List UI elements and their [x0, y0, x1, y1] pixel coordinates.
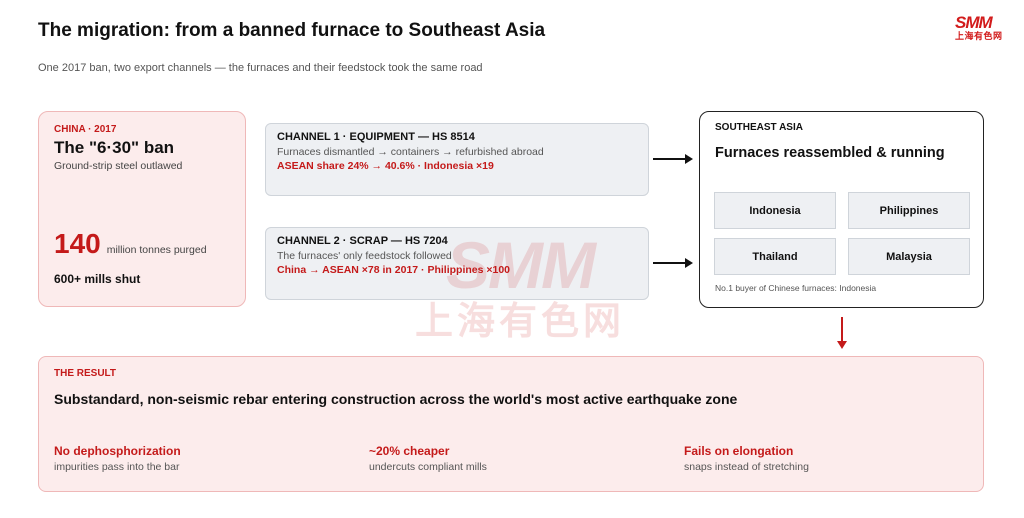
- channel-title: CHANNEL 1 · EQUIPMENT — HS 8514: [277, 131, 475, 143]
- channel-desc: Furnaces dismantled → containers → refur…: [277, 146, 544, 158]
- logo-wordmark: SMM: [955, 13, 993, 32]
- mills-shut: 600+ mills shut: [54, 272, 141, 286]
- channel-scrap-card: CHANNEL 2 · SCRAP — HS 7204 The furnaces…: [265, 227, 649, 300]
- purged-stat: 140 million tonnes purged: [54, 228, 207, 260]
- country-indonesia: Indonesia: [714, 192, 836, 229]
- channel-title: CHANNEL 2 · SCRAP — HS 7204: [277, 235, 448, 247]
- result-item: ~20% cheaper undercuts compliant mills: [369, 444, 487, 473]
- sea-note: No.1 buyer of Chinese furnaces: Indonesi…: [715, 283, 877, 293]
- channel-desc: The furnaces' only feedstock followed: [277, 250, 452, 262]
- result-item: Fails on elongation snaps instead of str…: [684, 444, 809, 473]
- china-ban-card: CHINA · 2017 The "6·30" ban Ground-strip…: [38, 111, 246, 307]
- page-subtitle: One 2017 ban, two export channels — the …: [38, 62, 483, 74]
- country-thailand: Thailand: [714, 238, 836, 275]
- channel-equipment-card: CHANNEL 1 · EQUIPMENT — HS 8514 Furnaces…: [265, 123, 649, 196]
- channel-stat: China → ASEAN ×78 in 2017 · Philippines …: [277, 264, 511, 276]
- result-item-title: Fails on elongation: [684, 444, 794, 458]
- result-item-title: ~20% cheaper: [369, 444, 450, 458]
- china-tag: CHINA · 2017: [54, 124, 117, 135]
- smm-logo: SMM 上海有色网: [955, 14, 1013, 46]
- country-malaysia: Malaysia: [848, 238, 970, 275]
- result-item-desc: undercuts compliant mills: [369, 461, 487, 473]
- result-item-desc: snaps instead of stretching: [684, 461, 809, 473]
- result-item-desc: impurities pass into the bar: [54, 461, 180, 473]
- watermark-chinese-name: 上海有色网: [414, 301, 625, 343]
- result-item: No dephosphorization impurities pass int…: [54, 444, 181, 473]
- result-card: THE RESULT Substandard, non-seismic reba…: [38, 356, 984, 492]
- page-title: The migration: from a banned furnace to …: [38, 20, 546, 41]
- country-philippines: Philippines: [848, 192, 970, 229]
- china-headline: The "6·30" ban: [54, 138, 175, 157]
- arrow-right-icon: [653, 258, 693, 268]
- southeast-asia-card: SOUTHEAST ASIA Furnaces reassembled & ru…: [699, 111, 984, 308]
- logo-chinese-name: 上海有色网: [955, 31, 1003, 41]
- purged-number: 140: [54, 228, 101, 259]
- china-subline: Ground-strip steel outlawed: [54, 160, 183, 172]
- result-headline: Substandard, non-seismic rebar entering …: [54, 391, 738, 407]
- sea-headline: Furnaces reassembled & running: [715, 145, 945, 161]
- purged-unit: million tonnes purged: [106, 244, 207, 256]
- result-tag: THE RESULT: [54, 368, 117, 379]
- arrow-right-icon: [653, 154, 693, 164]
- arrow-down-icon: [837, 317, 847, 349]
- channel-stat: ASEAN share 24% → 40.6% · Indonesia ×19: [277, 160, 494, 172]
- result-item-title: No dephosphorization: [54, 444, 181, 458]
- sea-tag: SOUTHEAST ASIA: [715, 122, 803, 133]
